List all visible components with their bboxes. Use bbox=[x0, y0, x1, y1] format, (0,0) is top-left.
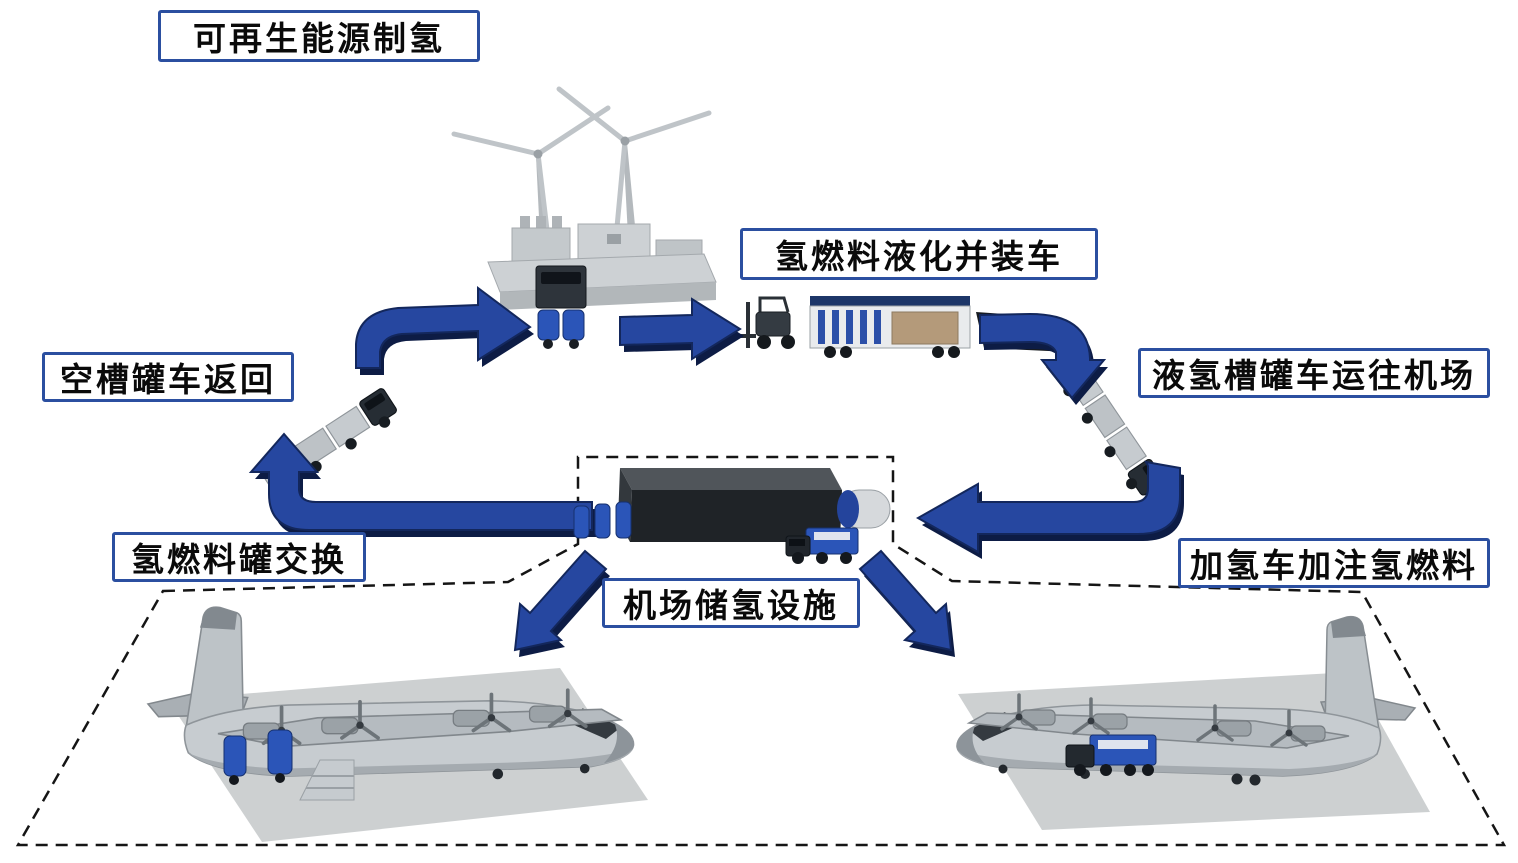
label-airport-hydrogen-storage: 机场储氢设施 bbox=[602, 578, 860, 628]
hydrogen-bottles-icon bbox=[573, 501, 632, 539]
label-liquefaction-and-loading: 氢燃料液化并装车 bbox=[740, 228, 1098, 280]
label-empty-tanker-return: 空槽罐车返回 bbox=[42, 352, 294, 402]
label-refueling-truck: 加氢车加注氢燃料 bbox=[1178, 538, 1490, 588]
boarding-stairs-icon bbox=[299, 759, 355, 801]
liquefaction-container-icon bbox=[809, 296, 971, 358]
loading-truck-icon bbox=[535, 265, 587, 349]
storage-tank-icon bbox=[837, 489, 891, 529]
refueling-truck-icon bbox=[1065, 734, 1157, 776]
wind-turbines-icon bbox=[451, 86, 712, 241]
arrow-storage-to-right-aircraft bbox=[859, 550, 955, 657]
forklift-icon bbox=[740, 296, 795, 349]
arrow-to-liquefaction bbox=[619, 298, 744, 366]
arrow-storage-to-left-aircraft bbox=[514, 550, 610, 657]
delivery-truck-icon bbox=[785, 527, 859, 564]
label-fuel-tank-exchange: 氢燃料罐交换 bbox=[112, 532, 366, 582]
ground-hydrogen-carts-icon bbox=[223, 729, 293, 785]
label-renewable-hydrogen-production: 可再生能源制氢 bbox=[158, 10, 480, 62]
hydrogen-plant-icon bbox=[487, 216, 717, 310]
label-tanker-to-airport: 液氢槽罐车运往机场 bbox=[1138, 348, 1490, 398]
